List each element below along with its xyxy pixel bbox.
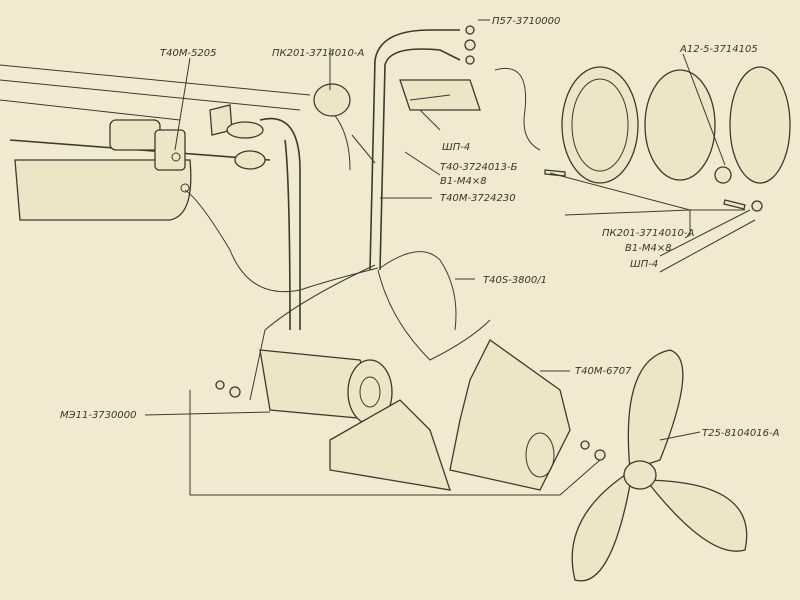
- leader-lines: [144, 19, 756, 496]
- label-fan-blade: Т25-8104016-А: [702, 428, 780, 439]
- label-lamp-right: ПК201-3714010-А: [602, 228, 694, 239]
- label-bracket-top: Т40-3724013-Б: [440, 162, 518, 173]
- label-washer-right: ШП-4: [630, 259, 658, 270]
- label-fan-motor: МЭ11-3730000: [60, 410, 136, 421]
- label-switch: П57-3710000: [492, 16, 560, 27]
- part-labels: Т40М-5205 ПК201-3714010-А П57-3710000 А1…: [60, 16, 780, 439]
- label-wiper-motor-mount: Т40М-5205: [160, 48, 217, 59]
- lamp-assembly: [544, 66, 791, 212]
- label-fan-bracket: Т40М-6707: [575, 366, 632, 377]
- label-wire: Т40S-3800/1: [483, 275, 547, 286]
- fan-motor: [215, 349, 451, 491]
- label-screw-top: В1-М4×8: [440, 176, 487, 187]
- label-lamp-top: ПК201-3714010-А: [272, 48, 364, 59]
- wiper-motor: [109, 104, 266, 171]
- label-bulb: А12-5-3714105: [679, 44, 758, 55]
- wiring-harness: [180, 29, 541, 401]
- switch-bracket: [399, 25, 481, 131]
- fan-blade: [571, 349, 748, 582]
- label-washer-top: ШП-4: [442, 142, 470, 153]
- fan-bracket: [449, 339, 606, 491]
- label-harness: Т40М-3724230: [440, 193, 516, 204]
- label-screw-right: В1-М4×8: [625, 243, 672, 254]
- lamp-top: [313, 83, 351, 117]
